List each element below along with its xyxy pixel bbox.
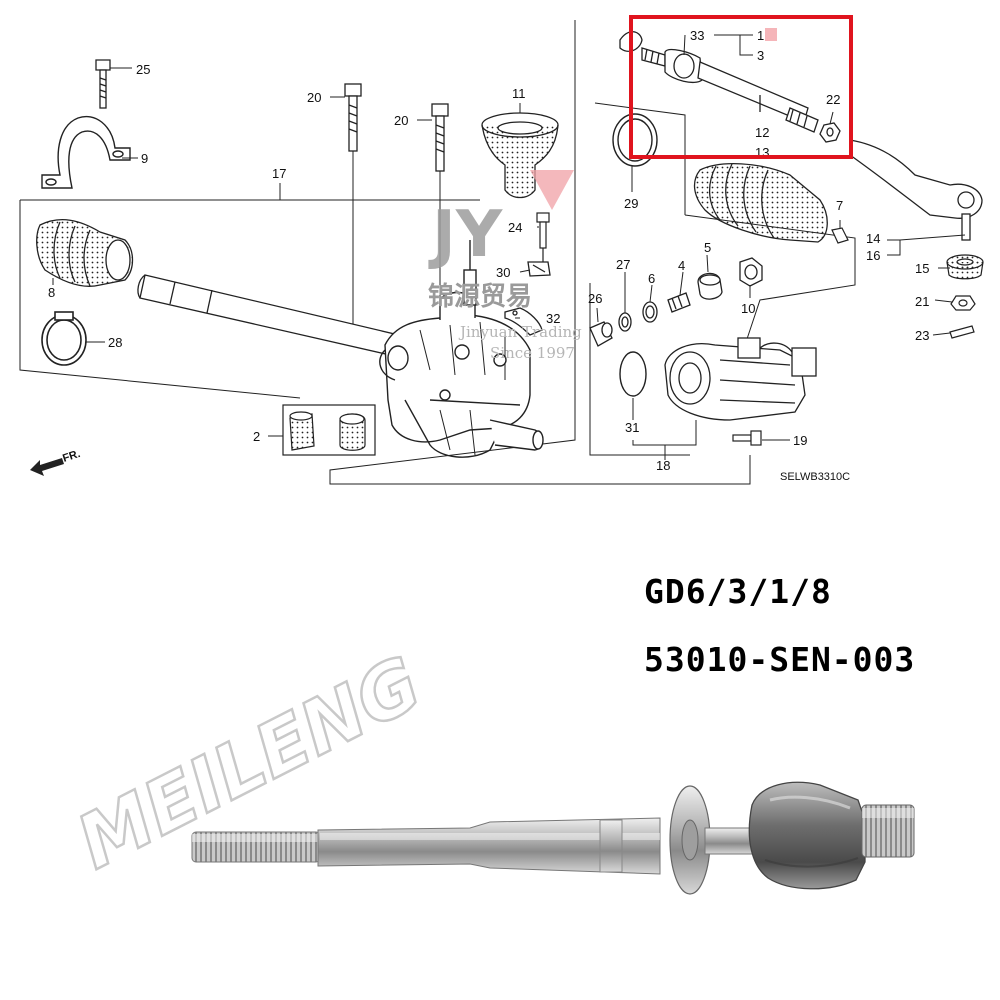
highlight-marker (765, 28, 777, 41)
bolt-19-icon (732, 430, 762, 446)
direction-label: FR. (61, 448, 82, 465)
clamp-29-icon (612, 113, 658, 167)
watermark-logo: JY (428, 198, 503, 272)
callout-3: 3 (757, 48, 764, 63)
callout-20a: 20 (307, 90, 321, 105)
callout-11: 11 (512, 86, 526, 101)
callout-24: 24 (508, 220, 522, 235)
oring-31-icon (619, 351, 647, 397)
bracket-32-icon (504, 307, 543, 336)
callout-31: 31 (625, 420, 639, 435)
clamp-bracket-9-icon (41, 115, 131, 189)
bellows-boot-8-icon (36, 219, 134, 287)
callout-27: 27 (616, 257, 630, 272)
callout-10: 10 (741, 301, 755, 316)
bolt-24-icon (536, 212, 550, 262)
watermark: JY 锦源贸易 Jinyuan Trading Since 1997 (428, 170, 582, 362)
watermark-since: Since 1997 (490, 344, 575, 362)
bushing-set-2-icon (282, 404, 376, 456)
callout-15: 15 (915, 261, 929, 276)
rack-shaft-icon (137, 274, 421, 361)
leader-lines (52, 34, 966, 460)
callout-22: 22 (826, 92, 840, 107)
frame-lines (19, 20, 856, 485)
callout-25: 25 (136, 62, 150, 77)
callout-19: 19 (793, 433, 807, 448)
tie-rod-end-14-icon (849, 139, 983, 241)
clip-30-icon (527, 261, 551, 277)
watermark-english: Jinyuan Trading (458, 323, 582, 341)
callout-23: 23 (915, 328, 929, 343)
product-part-number: 53010-SEN-003 (644, 640, 916, 679)
callout-numbers: 25 9 20 20 11 17 8 28 2 24 30 32 33 1 3 … (48, 28, 929, 473)
cotter-pin-23-icon (949, 325, 975, 339)
callout-4: 4 (678, 258, 685, 273)
callout-17: 17 (272, 166, 286, 181)
callout-1: 1 (757, 28, 764, 43)
motor-18-icon (664, 337, 817, 421)
callout-29: 29 (624, 196, 638, 211)
callout-32: 32 (546, 311, 560, 326)
callout-21: 21 (915, 294, 929, 309)
bolt-25-icon (95, 59, 111, 109)
callout-33: 33 (690, 28, 704, 43)
product-model: GD6/3/1/8 (644, 572, 832, 611)
inner-tie-rod-1-icon (619, 31, 841, 143)
clip-7-icon (831, 227, 849, 244)
callout-26: 26 (588, 291, 602, 306)
callout-12: 12 (755, 125, 769, 140)
watermark-chinese: 锦源贸易 (428, 281, 532, 312)
highlight-frame (629, 15, 853, 159)
gear-housing-icon (379, 240, 544, 458)
callout-20b: 20 (394, 113, 408, 128)
callout-16: 16 (866, 248, 880, 263)
callout-30: 30 (496, 265, 510, 280)
callout-8: 8 (48, 285, 55, 300)
callout-2: 2 (253, 429, 260, 444)
bolt-20b-icon (431, 103, 449, 300)
nut-21-icon (950, 295, 976, 311)
boot-15-icon (946, 254, 984, 280)
callout-14: 14 (866, 231, 880, 246)
product-photo-tie-rod (191, 781, 915, 895)
callout-18: 18 (656, 458, 670, 473)
bellows-boot-13-icon (693, 163, 828, 243)
callout-9: 9 (141, 151, 148, 166)
front-direction-arrow-icon: FR. (30, 448, 82, 476)
callout-28: 28 (108, 335, 122, 350)
callout-6: 6 (648, 271, 655, 286)
clamp-28-icon (41, 311, 87, 366)
callout-5: 5 (704, 240, 711, 255)
figure-code: SELWB3310C (780, 471, 850, 483)
bolt-20a-icon (344, 83, 362, 330)
callout-7: 7 (836, 198, 843, 213)
